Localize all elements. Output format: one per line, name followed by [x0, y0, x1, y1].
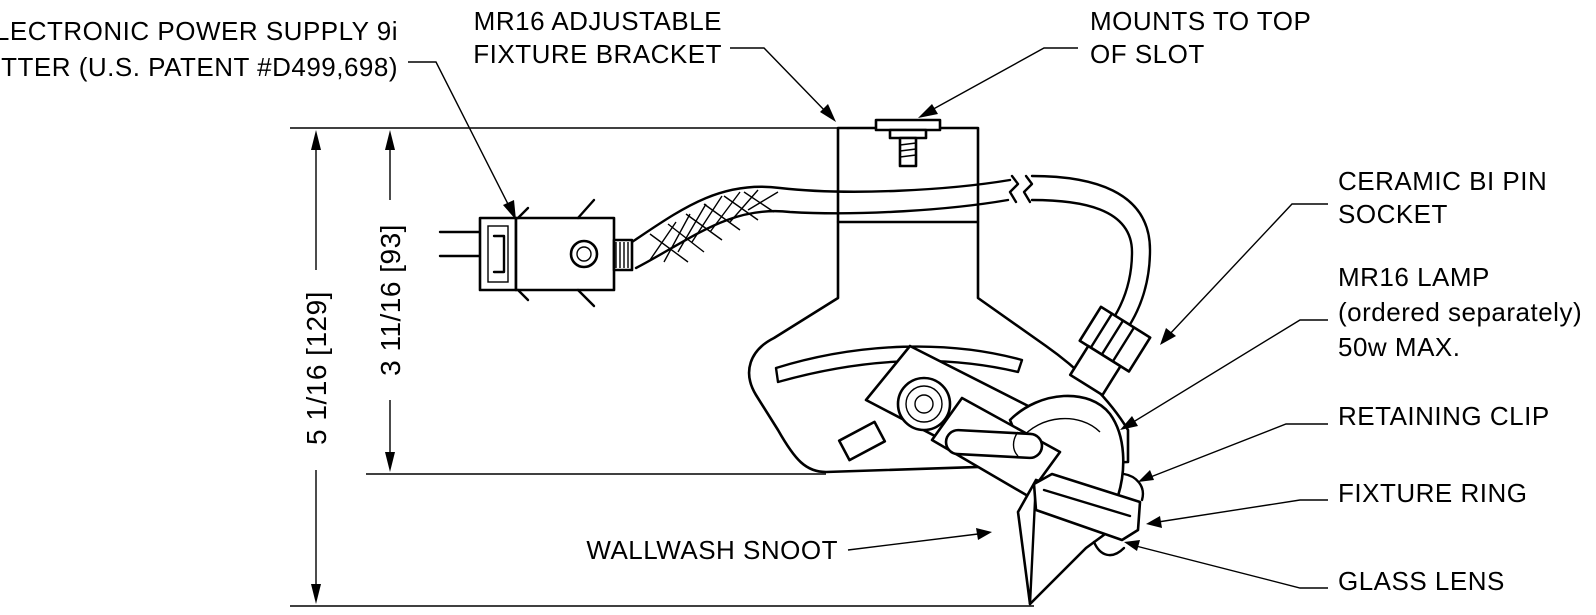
label-mounts-line2: OF SLOT [1090, 39, 1205, 69]
socket-neck [1068, 344, 1122, 397]
stud-thread-2 [899, 148, 917, 152]
connector-screw-inner [576, 246, 592, 262]
arrow-lamp [1120, 416, 1138, 430]
arrow-retaining-clip [1138, 470, 1154, 482]
leader-wallwash-snoot [847, 533, 979, 551]
leader-lines [408, 47, 1328, 589]
connector-plug-latch [492, 234, 506, 274]
leader-mounts [927, 47, 1078, 113]
leader-retaining-clip [1147, 423, 1328, 479]
label-socket: CERAMIC BI PIN SOCKET [1338, 166, 1547, 229]
arrow-overall-top [311, 130, 321, 150]
socket-rib-3 [1111, 326, 1136, 363]
connector-screw-outer [569, 239, 599, 269]
label-power-supply: ELECTRONIC POWER SUPPLY 9i FITTER (U.S. … [0, 16, 398, 82]
connector-clip-bottom-right [576, 288, 596, 308]
arrow-glass-lens [1124, 540, 1140, 551]
leader-socket [1167, 203, 1328, 337]
leader-power-supply [408, 61, 513, 213]
cable-break-left [1008, 174, 1020, 204]
connector-plug-inner [487, 225, 509, 283]
stud-thread-1 [899, 142, 917, 146]
label-glass-lens: GLASS LENS [1338, 566, 1505, 596]
mount-washer [874, 118, 942, 132]
label-wallwash-snoot: WALLWASH SNOOT [586, 535, 838, 565]
arrow-overall-bottom [311, 584, 321, 604]
connector-clip-top-right [576, 198, 596, 220]
strain-relief-ribs [615, 242, 629, 268]
mount-stud [898, 136, 918, 168]
connector-clip-top-left [516, 206, 530, 220]
fixture-ring [1032, 472, 1142, 542]
arrow-bracket-top [385, 130, 395, 150]
label-lamp: MR16 LAMP (ordered separately) 50w MAX. [1338, 262, 1582, 362]
stud-thread-3 [899, 154, 917, 158]
label-bracket-line1: MR16 ADJUSTABLE [474, 6, 722, 36]
label-lamp-line2: (ordered separately) [1338, 297, 1582, 327]
cable-edge-upper [630, 178, 1012, 244]
leader-fixture-ring [1157, 499, 1328, 523]
arrow-socket [1160, 328, 1176, 345]
label-retaining-clip: RETAINING CLIP [1338, 401, 1550, 431]
socket-rib-2 [1100, 319, 1125, 356]
glass-lens-edge [1042, 488, 1132, 518]
ceramic-socket [1068, 305, 1152, 397]
label-bracket-line2: FIXTURE BRACKET [473, 39, 722, 69]
lamp-head [837, 305, 1152, 606]
label-lamp-line1: MR16 LAMP [1338, 262, 1490, 292]
glass-lens-lip [1092, 540, 1126, 557]
cable-break-right [1022, 174, 1034, 204]
dimension-overall: 5 1/16 [129] [290, 127, 1034, 607]
connector-housing [514, 216, 616, 292]
bracket-adjust-slot [774, 345, 1024, 384]
connector-clip-bottom-left [516, 288, 530, 302]
power-supply-connector [438, 198, 634, 308]
leader-bracket [730, 47, 829, 115]
cable-braid-hatch [649, 189, 779, 263]
socket-rib-1 [1089, 312, 1114, 349]
arrow-bracket-bottom [385, 452, 395, 472]
snoot-slot [944, 428, 1044, 460]
label-power-supply-line2: FITTER (U.S. PATENT #D499,698) [0, 52, 398, 82]
snoot-slot-detail [1012, 431, 1019, 457]
arrow-bracket [820, 104, 836, 122]
dimension-bracket: 3 11/16 [93] [366, 130, 826, 475]
pivot-knob-mid [905, 385, 943, 423]
label-power-supply-line1: ELECTRONIC POWER SUPPLY 9i [0, 16, 398, 46]
yoke-tab [837, 420, 887, 462]
retaining-clip [1122, 472, 1145, 502]
label-socket-line1: CERAMIC BI PIN [1338, 166, 1547, 196]
mount-screw [874, 118, 942, 168]
dimension-bracket-text: 3 11/16 [93] [375, 224, 406, 376]
label-lamp-line3: 50w MAX. [1338, 332, 1461, 362]
arrow-power-supply [503, 200, 516, 220]
pivot-knob-inner [914, 394, 934, 414]
label-mounts-line1: MOUNTS TO TOP [1090, 6, 1311, 36]
label-bracket: MR16 ADJUSTABLE FIXTURE BRACKET [473, 6, 722, 69]
leader-glass-lens [1135, 545, 1328, 589]
arrow-fixture-ring [1146, 516, 1162, 528]
connector-plug-body [478, 216, 518, 292]
label-fixture-ring: FIXTURE RING [1338, 478, 1527, 508]
label-mounts: MOUNTS TO TOP OF SLOT [1090, 6, 1311, 69]
leader-lamp [1129, 319, 1328, 425]
label-socket-line2: SOCKET [1338, 199, 1448, 229]
arrow-mounts [918, 104, 938, 118]
dimension-overall-text: 5 1/16 [129] [301, 291, 332, 445]
arrow-wallwash-snoot [976, 528, 992, 540]
